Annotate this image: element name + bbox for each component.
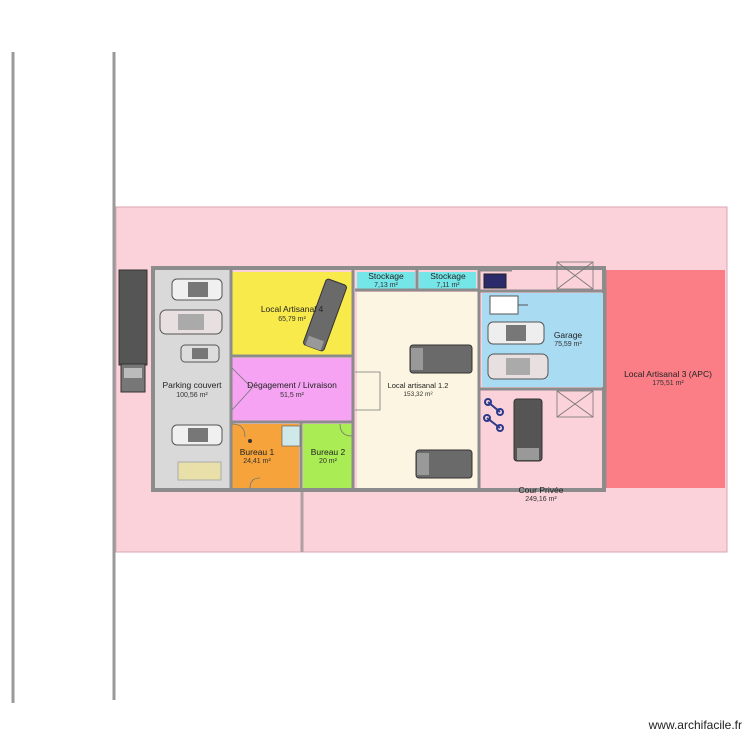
car-icon bbox=[171, 424, 223, 446]
local12-area: 153,32 m² bbox=[403, 391, 433, 398]
van-icon bbox=[415, 449, 473, 479]
local3-label: Local Artisanal 3 (APC) bbox=[624, 369, 712, 379]
van-icon bbox=[513, 398, 543, 462]
car-icon bbox=[487, 353, 549, 380]
bureau2-area: 20 m² bbox=[319, 458, 338, 465]
trailer-icon bbox=[489, 295, 528, 315]
stockage2-label: Stockage bbox=[430, 271, 466, 281]
room-bureau2 bbox=[303, 424, 352, 488]
room-stockage-1 bbox=[357, 272, 415, 289]
car-icon bbox=[180, 344, 220, 363]
cour-area: 249,16 m² bbox=[525, 496, 557, 503]
room-parking bbox=[155, 270, 230, 488]
storage-box bbox=[177, 461, 222, 481]
van-icon bbox=[303, 278, 347, 352]
bureau1-area: 24,41 m² bbox=[243, 458, 271, 465]
office-furniture bbox=[248, 425, 301, 447]
stockage2-area: 7,11 m² bbox=[436, 282, 460, 289]
local4-area: 65,79 m² bbox=[278, 316, 306, 323]
garage-area: 75,59 m² bbox=[554, 341, 582, 348]
local3-area: 175,51 m² bbox=[652, 380, 684, 387]
stockage1-area: 7,13 m² bbox=[374, 282, 398, 289]
room-stockage-2 bbox=[419, 272, 476, 289]
car-icon bbox=[171, 278, 223, 301]
local4-label: Local Artisanal 4 bbox=[261, 304, 324, 314]
motorbike-icon bbox=[483, 273, 507, 289]
garage-label: Garage bbox=[554, 330, 583, 340]
car-icon bbox=[159, 309, 223, 335]
stockage1-label: Stockage bbox=[368, 271, 404, 281]
cour-label: Cour Privée bbox=[519, 485, 564, 495]
truck-icon bbox=[118, 269, 148, 393]
van-icon bbox=[409, 344, 473, 374]
bureau2-label: Bureau 2 bbox=[311, 447, 346, 457]
degagement-area: 51,5 m² bbox=[280, 392, 304, 399]
local12-label: Local artisanal 1.2 bbox=[388, 381, 449, 390]
parking-area: 100,56 m² bbox=[176, 392, 208, 399]
interior-walls bbox=[229, 268, 607, 488]
bureau1-label: Bureau 1 bbox=[240, 447, 275, 457]
car-icon bbox=[487, 321, 545, 345]
archifacile-watermark[interactable]: www.archifacile.fr bbox=[648, 718, 742, 732]
room-local3 bbox=[606, 270, 725, 488]
bicycle-icon bbox=[483, 398, 504, 432]
room-degagement bbox=[232, 358, 352, 421]
parking-label: Parking couvert bbox=[162, 380, 222, 390]
degagement-label: Dégagement / Livraison bbox=[247, 380, 337, 390]
door-swings bbox=[231, 261, 594, 489]
